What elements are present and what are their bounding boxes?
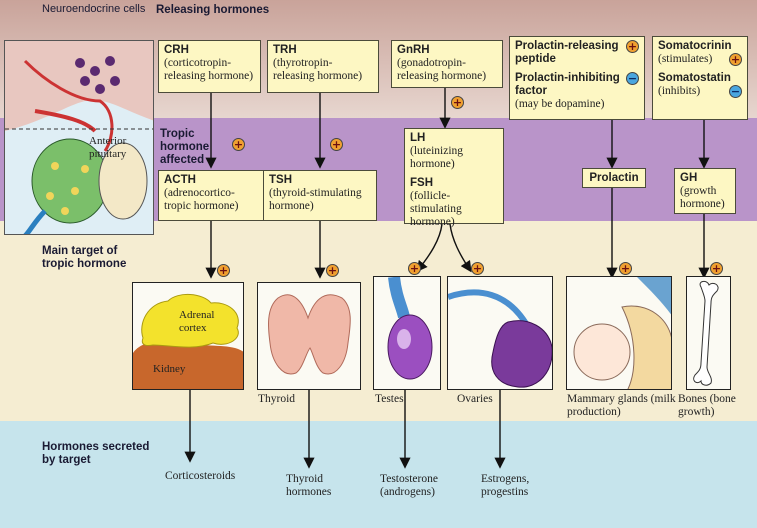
gnrh-box: GnRH (gonadotropin-releasing hormone) xyxy=(391,40,503,88)
mammary-label: Mammary glands (milk production) xyxy=(567,393,676,418)
minus-icon: − xyxy=(729,85,742,98)
adrenal-drawing xyxy=(133,294,243,389)
kidney-label: Kidney xyxy=(153,363,186,375)
lh-desc: (luteinizing hormone) xyxy=(410,145,464,170)
pituitary-drawing xyxy=(5,41,153,234)
lh-fsh-box: LH (luteinizing hormone) FSH (follicle-s… xyxy=(404,128,504,228)
plus-icon: + xyxy=(232,138,245,151)
plus-icon: + xyxy=(326,264,339,277)
corticosteroids-label: Corticosteroids xyxy=(165,470,236,482)
ovaries-image xyxy=(447,276,553,390)
testes-drawing xyxy=(387,277,433,380)
gh-box: GH (growth hormone) xyxy=(674,168,736,214)
bone-image xyxy=(686,276,731,390)
tsh-box: TSH (thyroid-stimulating hormone) xyxy=(263,170,377,221)
gh-desc: (growth hormone) xyxy=(680,185,725,210)
bone-drawing xyxy=(693,280,719,386)
prolactin-inhibiting-note: (may be dopamine) xyxy=(515,98,605,110)
trh-abbr: TRH xyxy=(273,44,297,56)
plus-icon: + xyxy=(451,96,464,109)
adrenal-cortex-label: Adrenal cortex xyxy=(179,309,215,334)
acth-desc: (adrenocortico-tropic hormone) xyxy=(164,187,239,212)
thyroid-hormones-label: Thyroid hormones xyxy=(286,473,332,498)
secreted-band xyxy=(0,421,757,528)
mammary-image xyxy=(566,276,672,390)
gh-abbr: GH xyxy=(680,172,698,184)
crh-box: CRH (corticotropin-releasing hormone) xyxy=(158,40,261,93)
tsh-desc: (thyroid-stimulating hormone) xyxy=(269,187,362,212)
somatostatin-label: Somatostatin xyxy=(658,72,731,84)
testosterone-label: Testosterone (androgens) xyxy=(380,473,438,498)
ovaries-drawing xyxy=(448,289,552,388)
plus-icon: + xyxy=(471,262,484,275)
secreted-header: Hormones secreted by target xyxy=(42,441,150,466)
mammary-drawing xyxy=(573,277,671,389)
minus-icon: − xyxy=(626,72,639,85)
tsh-abbr: TSH xyxy=(269,174,292,186)
crh-desc: (corticotropin-releasing hormone) xyxy=(164,57,254,82)
arrow-fsh-ovaries xyxy=(449,223,472,273)
testes-label: Testes xyxy=(375,393,404,405)
main-target-header: Main target of tropic hormone xyxy=(42,245,127,270)
acth-abbr: ACTH xyxy=(164,174,196,186)
plus-icon: + xyxy=(729,53,742,66)
fsh-desc: (follicle-stimulating hormone) xyxy=(410,190,462,228)
plus-icon: + xyxy=(330,138,343,151)
plus-icon: + xyxy=(408,262,421,275)
prolactin-abbr: Prolactin xyxy=(589,172,639,184)
testes-image xyxy=(373,276,441,390)
thyroid-image xyxy=(257,282,361,390)
crh-abbr: CRH xyxy=(164,44,189,56)
thyroid-drawing xyxy=(267,294,351,375)
neuroendocrine-label: Neuroendocrine cells xyxy=(42,3,146,15)
prolactin-box: Prolactin xyxy=(582,168,646,188)
arrow-fsh-testes xyxy=(416,223,443,273)
releasing-hormones-header: Releasing hormones xyxy=(156,4,270,16)
trh-desc: (thyrotropin-releasing hormone) xyxy=(273,57,363,82)
anterior-pituitary-label: Anterior pituitary xyxy=(89,135,127,160)
gnrh-abbr: GnRH xyxy=(397,44,430,56)
plus-icon: + xyxy=(217,264,230,277)
prolactin-releasing-label: Prolactin-releasing peptide xyxy=(515,40,619,65)
plus-icon: + xyxy=(626,40,639,53)
estrogens-label: Estrogens, progestins xyxy=(481,473,530,498)
thyroid-label: Thyroid xyxy=(258,393,296,405)
plus-icon: + xyxy=(619,262,632,275)
tropic-header: Tropic hormone affected xyxy=(160,128,210,166)
somatocrinin-note: (stimulates) xyxy=(658,53,713,65)
plus-icon: + xyxy=(710,262,723,275)
pituitary-illustration: Anterior pituitary xyxy=(4,40,154,235)
acth-box: ACTH (adrenocortico-tropic hormone) xyxy=(158,170,265,221)
prolactin-inhibiting-label: Prolactin-inhibiting factor xyxy=(515,72,620,97)
somatocrinin-label: Somatocrinin xyxy=(658,40,732,52)
lh-abbr: LH xyxy=(410,132,426,144)
somatostatin-note: (inhibits) xyxy=(658,85,701,97)
bones-label: Bones (bone growth) xyxy=(678,393,736,418)
prolactin-factors-box: Prolactin-releasing peptide + Prolactin-i… xyxy=(509,36,645,120)
trh-box: TRH (thyrotropin-releasing hormone) xyxy=(267,40,379,93)
somato-factors-box: Somatocrinin (stimulates)+ Somatostatin … xyxy=(652,36,748,120)
ovaries-label: Ovaries xyxy=(457,393,493,405)
adrenal-kidney-image: Adrenal cortex Kidney xyxy=(132,282,244,390)
fsh-abbr: FSH xyxy=(410,177,433,189)
gnrh-desc: (gonadotropin-releasing hormone) xyxy=(397,57,487,82)
